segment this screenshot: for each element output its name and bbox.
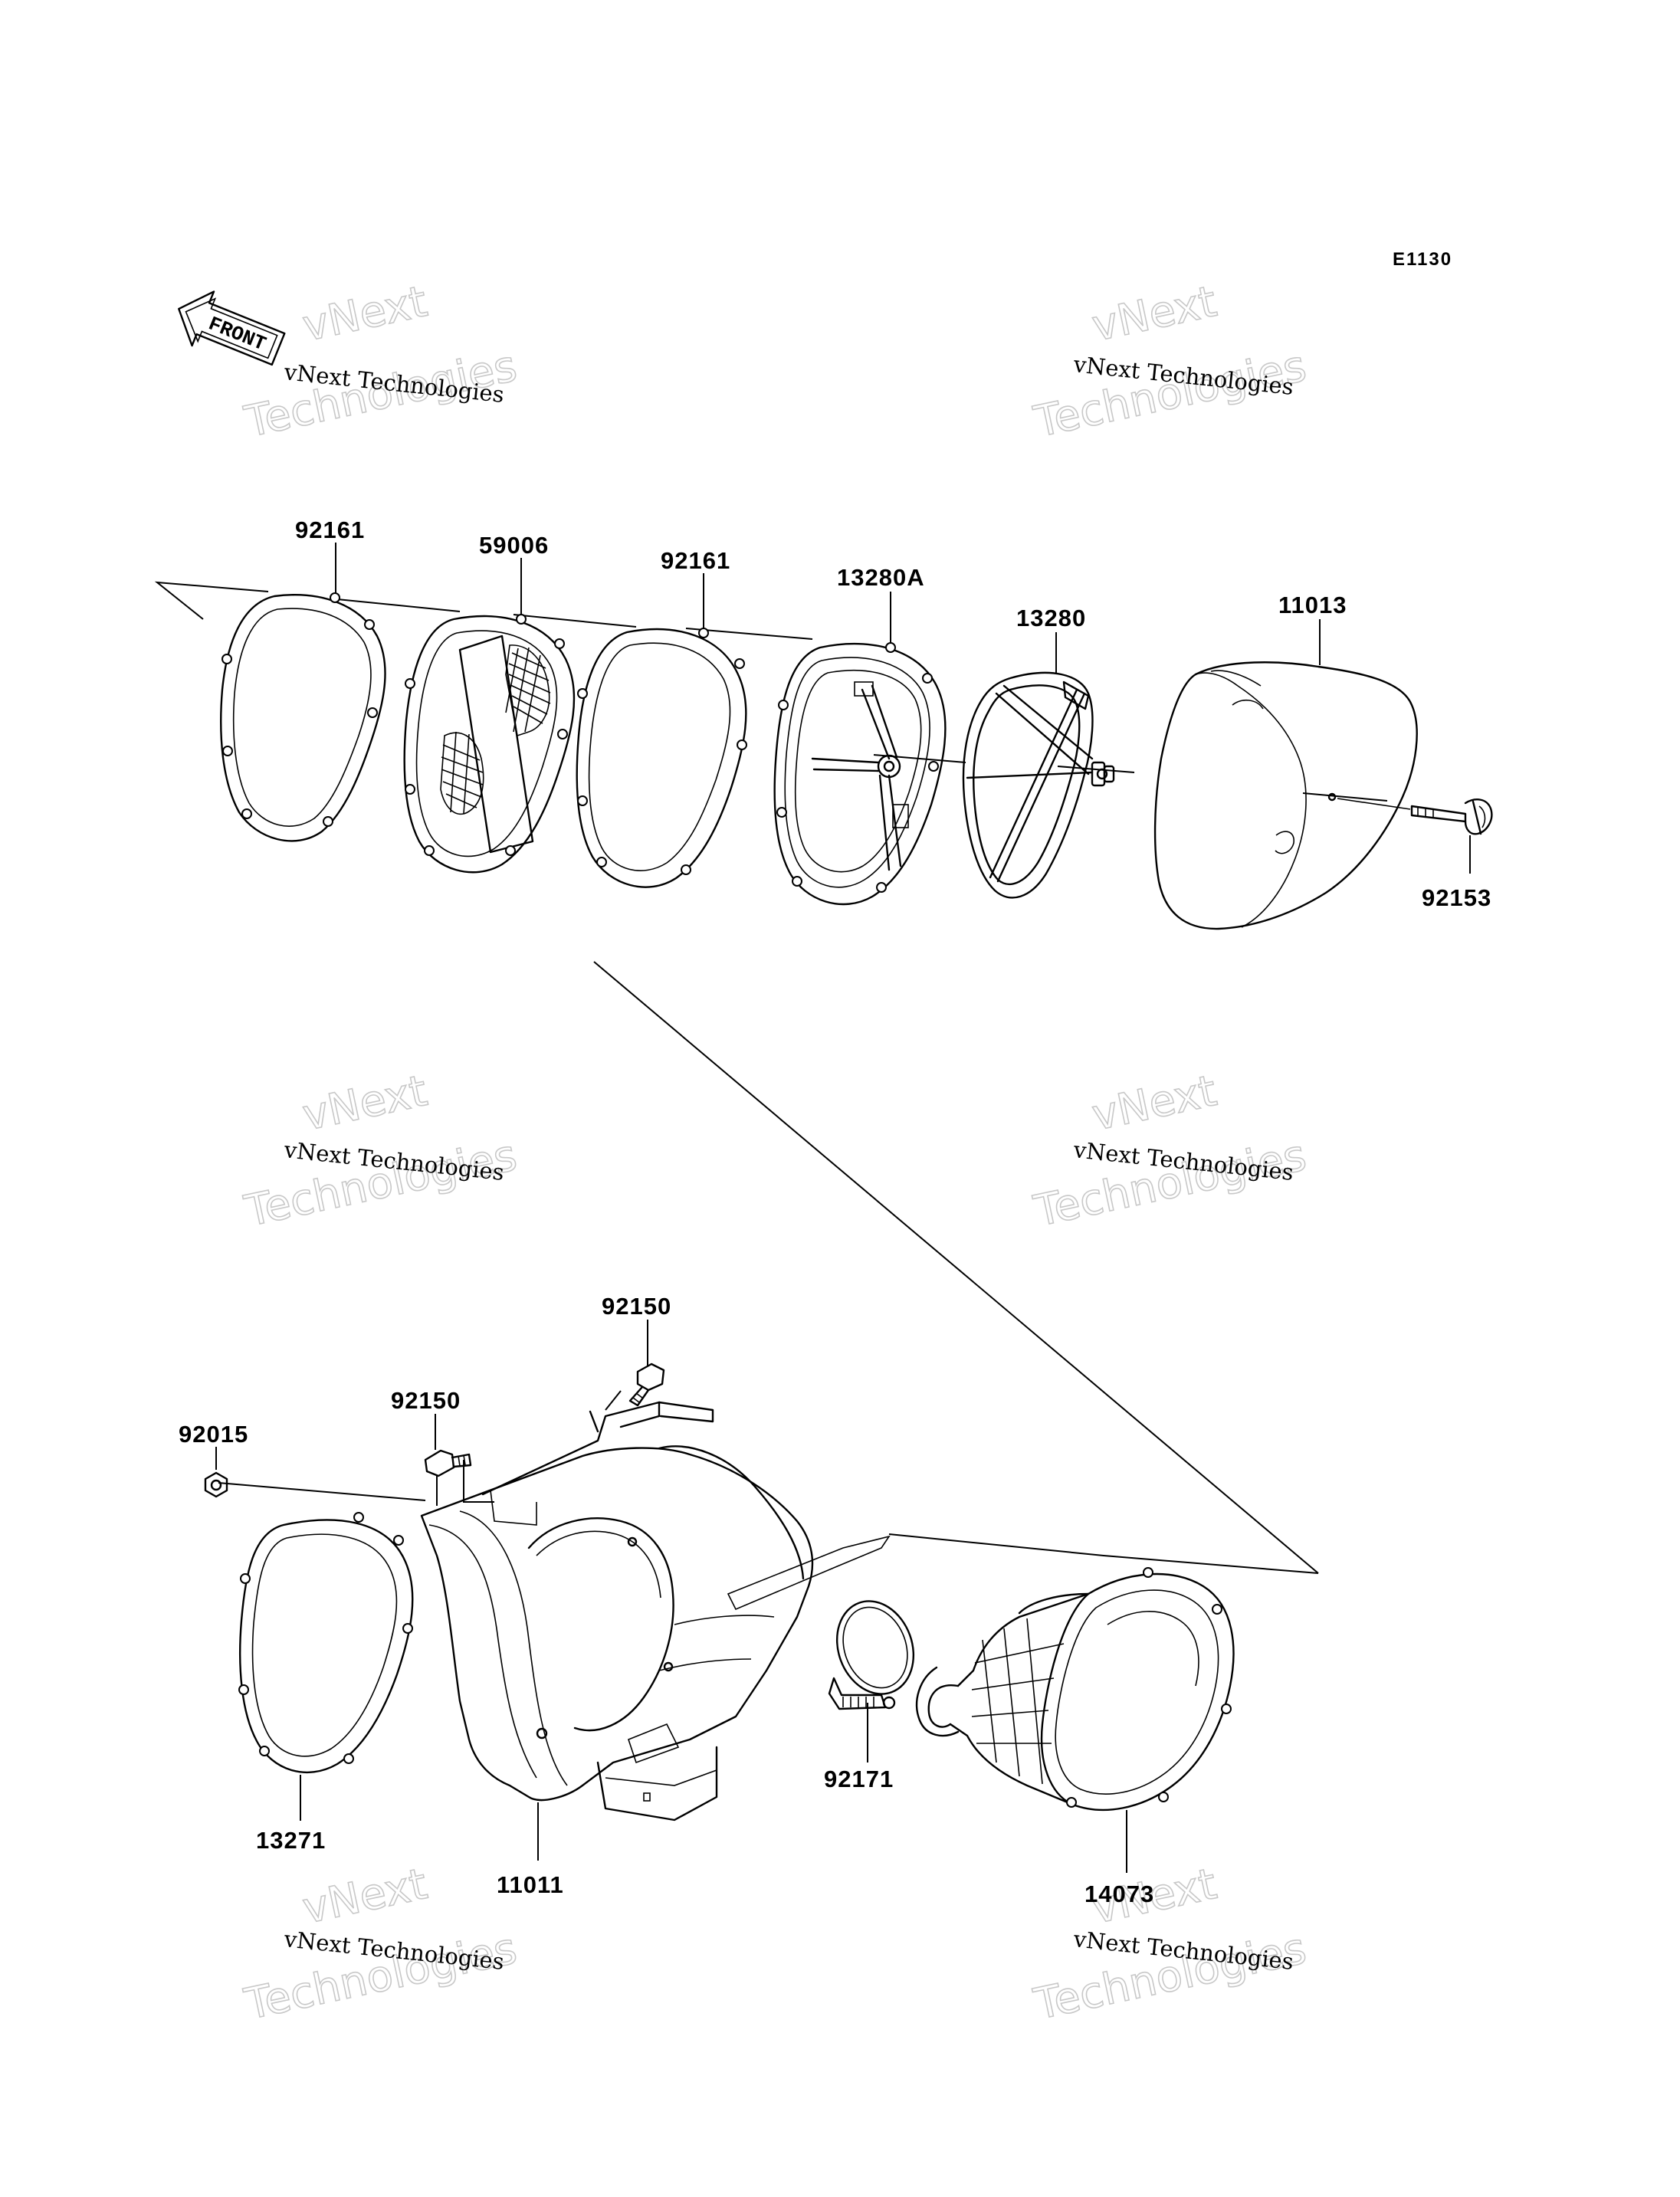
- leader-lines: [215, 543, 1471, 1873]
- watermark-mid-left: vNext Technologies vNext Technologies: [240, 1065, 522, 1237]
- watermark-word-1: vNext: [1088, 1066, 1221, 1141]
- watermark-word-1: vNext: [298, 1066, 431, 1141]
- watermark-word-1: vNext: [298, 277, 431, 352]
- assembly-lines: [154, 581, 1388, 1574]
- label-bolt-lower: 92150: [391, 1387, 461, 1414]
- watermark-top-right: vNext Technologies vNext Technologies: [1029, 276, 1311, 448]
- clamp-part: [828, 1600, 915, 1710]
- watermark-word-1: vNext: [298, 1859, 431, 1934]
- watermark-word-1: vNext: [1088, 277, 1221, 352]
- part-labels: 92161 59006 92161 13280A 13280 11013 921…: [179, 516, 1491, 1907]
- watermark-mid-right: vNext Technologies vNext Technologies: [1029, 1065, 1311, 1237]
- label-bolt-upper: 92150: [602, 1293, 671, 1320]
- label-holder-a: 13280A: [837, 564, 925, 591]
- front-arrow-icon: FRONT: [178, 290, 286, 366]
- gasket-left-part: [220, 592, 386, 842]
- bolt-lower-part: [424, 1449, 472, 1477]
- cap-part: [1153, 661, 1418, 930]
- label-bolt: 92153: [1422, 884, 1491, 911]
- holder-a-part: [773, 642, 947, 906]
- label-cap: 11013: [1278, 592, 1347, 618]
- duct-part: [915, 1567, 1235, 1812]
- bolt-upper-part: [628, 1362, 665, 1407]
- label-duct: 14073: [1084, 1881, 1154, 1907]
- label-nut: 92015: [179, 1421, 248, 1448]
- gasket-right-part: [576, 628, 747, 888]
- label-seal: 13271: [256, 1827, 326, 1854]
- label-element: 59006: [479, 532, 549, 559]
- nut-part: [204, 1471, 228, 1498]
- bolt-part: [1337, 798, 1493, 835]
- case-part: [420, 1401, 891, 1822]
- label-clamp: 92171: [824, 1766, 894, 1792]
- label-case: 11011: [497, 1871, 564, 1898]
- label-gasket-left: 92161: [295, 516, 365, 543]
- watermark-bottom-right: vNext Technologies vNext Technologies: [1029, 1858, 1311, 2030]
- element-part: [403, 614, 576, 874]
- seal-part: [238, 1512, 414, 1774]
- label-holder: 13280: [1016, 605, 1086, 631]
- watermark-bottom-left: vNext Technologies vNext Technologies: [240, 1858, 522, 2030]
- label-gasket-right: 92161: [661, 547, 730, 574]
- watermark-top-left: vNext Technologies vNext Technologies: [240, 276, 522, 448]
- holder-part: [962, 671, 1115, 899]
- diagram-code: E1130: [1393, 249, 1452, 270]
